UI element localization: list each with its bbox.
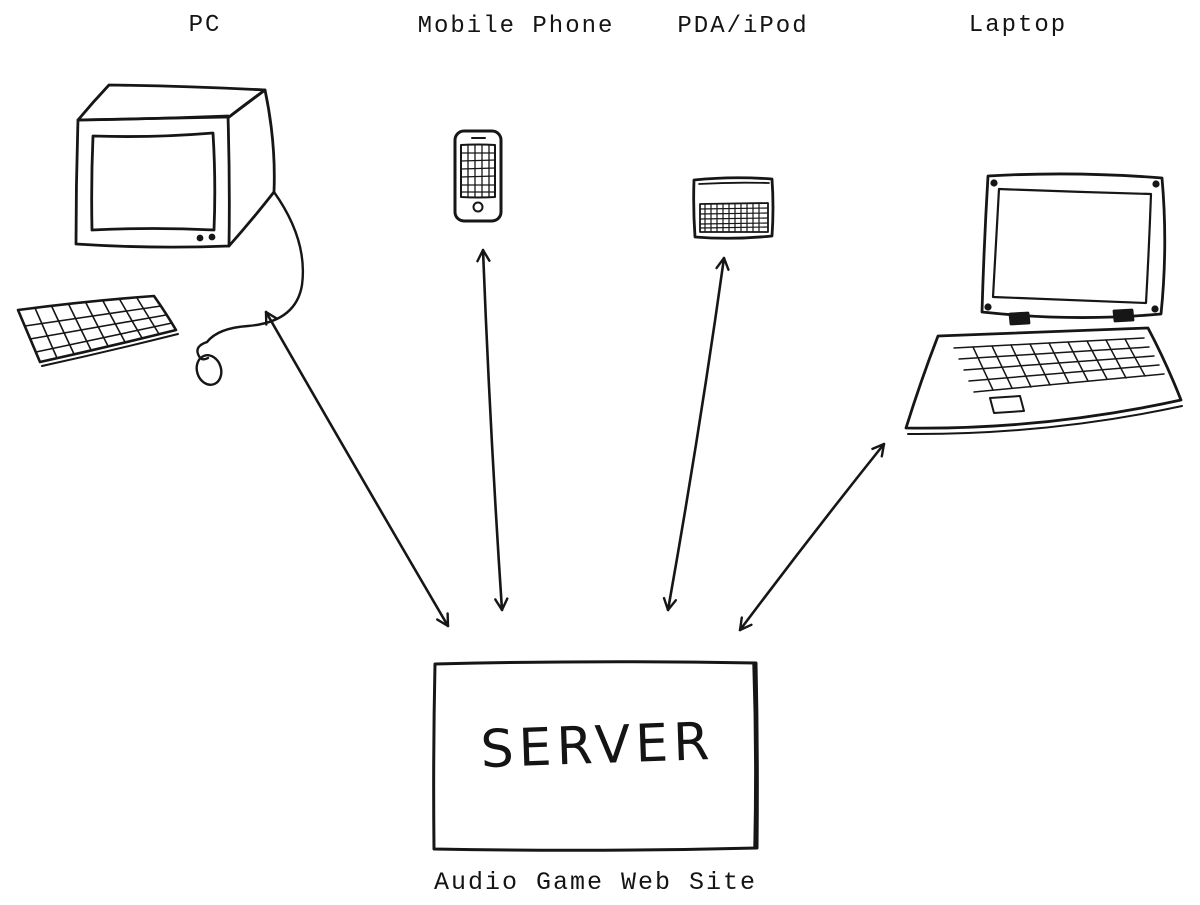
laptop-screen — [980, 172, 1167, 326]
keyboard-icon — [16, 294, 179, 367]
server-caption: Audio Game Web Site — [433, 868, 758, 897]
server-label: SERVER — [479, 711, 716, 781]
laptop-base — [904, 326, 1183, 436]
pda-icon — [688, 170, 780, 250]
device-label-mobile-phone: Mobile Phone — [417, 13, 615, 40]
arrow-pda-server — [662, 256, 730, 612]
arrow-laptop-server — [738, 442, 886, 632]
crt-monitor-icon — [74, 83, 276, 249]
device-label-pc: PC — [188, 12, 222, 39]
server-box — [425, 655, 770, 860]
mobile-phone-icon — [448, 125, 510, 227]
cable-icon — [196, 190, 305, 361]
mouse-icon — [195, 354, 223, 386]
arrow-mobile-phone-server — [476, 248, 509, 612]
device-label-laptop: Laptop — [968, 12, 1068, 39]
device-label-pda-ipod: PDA/iPod — [677, 13, 809, 40]
pc-illustration — [8, 70, 308, 410]
laptop-icon — [898, 162, 1198, 454]
